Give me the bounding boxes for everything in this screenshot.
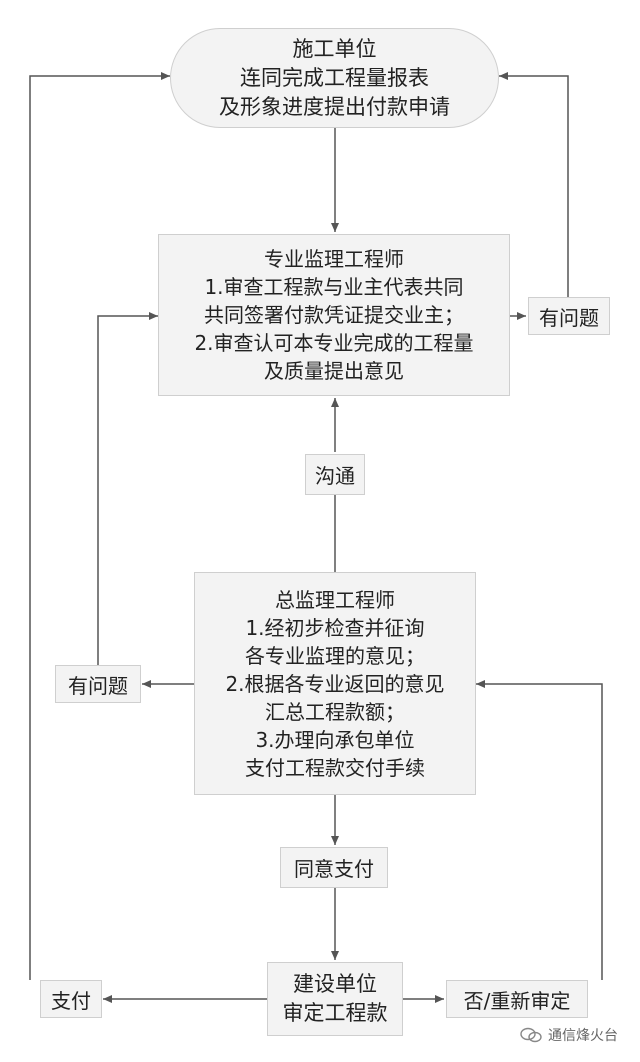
watermark: 通信烽火台 [520,1020,630,1050]
chief-line-6: 3.办理向承包单位 [255,727,415,752]
chief-line-3: 各专业监理的意见； [245,643,425,668]
chief-line-2: 1.经初步检查并征询 [245,615,425,640]
specialist-line-5: 及质量提出意见 [264,359,404,383]
arrow-reject-to-chief [476,680,603,980]
chief-line-5: 汇总工程款额； [265,699,405,724]
pay-label: 支付 [40,980,102,1018]
chief-engineer-node: 总监理工程师 1.经初步检查并征询 各专业监理的意见； 2.根据各专业返回的意见… [194,572,476,795]
specialist-engineer-node: 专业监理工程师 1.审查工程款与业主代表共同 共同签署付款凭证提交业主； 2.审… [158,234,510,396]
specialist-line-3: 共同签署付款凭证提交业主； [204,303,464,327]
owner-node: 建设单位 审定工程款 [267,962,403,1036]
specialist-line-2: 1.审查工程款与业主代表共同 [204,275,464,299]
arrow-problem-right-to-contractor [499,72,569,297]
chief-line-1: 总监理工程师 [275,587,395,612]
communicate-label: 沟通 [305,454,365,495]
problem-label-left: 有问题 [55,665,141,703]
owner-line-1: 建设单位 [293,972,377,996]
problem-label-right: 有问题 [528,297,610,335]
contractor-line-3: 及形象进度提出付款申请 [219,94,450,119]
reject-label: 否/重新审定 [446,980,588,1018]
specialist-line-1: 专业监理工程师 [264,247,404,271]
contractor-line-2: 连同完成工程量报表 [240,65,429,90]
chief-line-4: 2.根据各专业返回的意见 [225,671,445,696]
agree-pay-label: 同意支付 [280,847,388,888]
arrow-problem-left-to-specialist [97,312,158,665]
wechat-icon [520,1027,542,1043]
chief-line-7: 支付工程款交付手续 [245,755,425,780]
contractor-line-1: 施工单位 [292,36,377,61]
specialist-line-4: 2.审查认可本专业完成的工程量 [194,331,474,355]
arrow-pay-to-contractor [29,72,170,980]
contractor-node: 施工单位 连同完成工程量报表 及形象进度提出付款申请 [170,28,499,128]
watermark-text: 通信烽火台 [548,1028,618,1044]
owner-line-2: 审定工程款 [282,1001,388,1025]
